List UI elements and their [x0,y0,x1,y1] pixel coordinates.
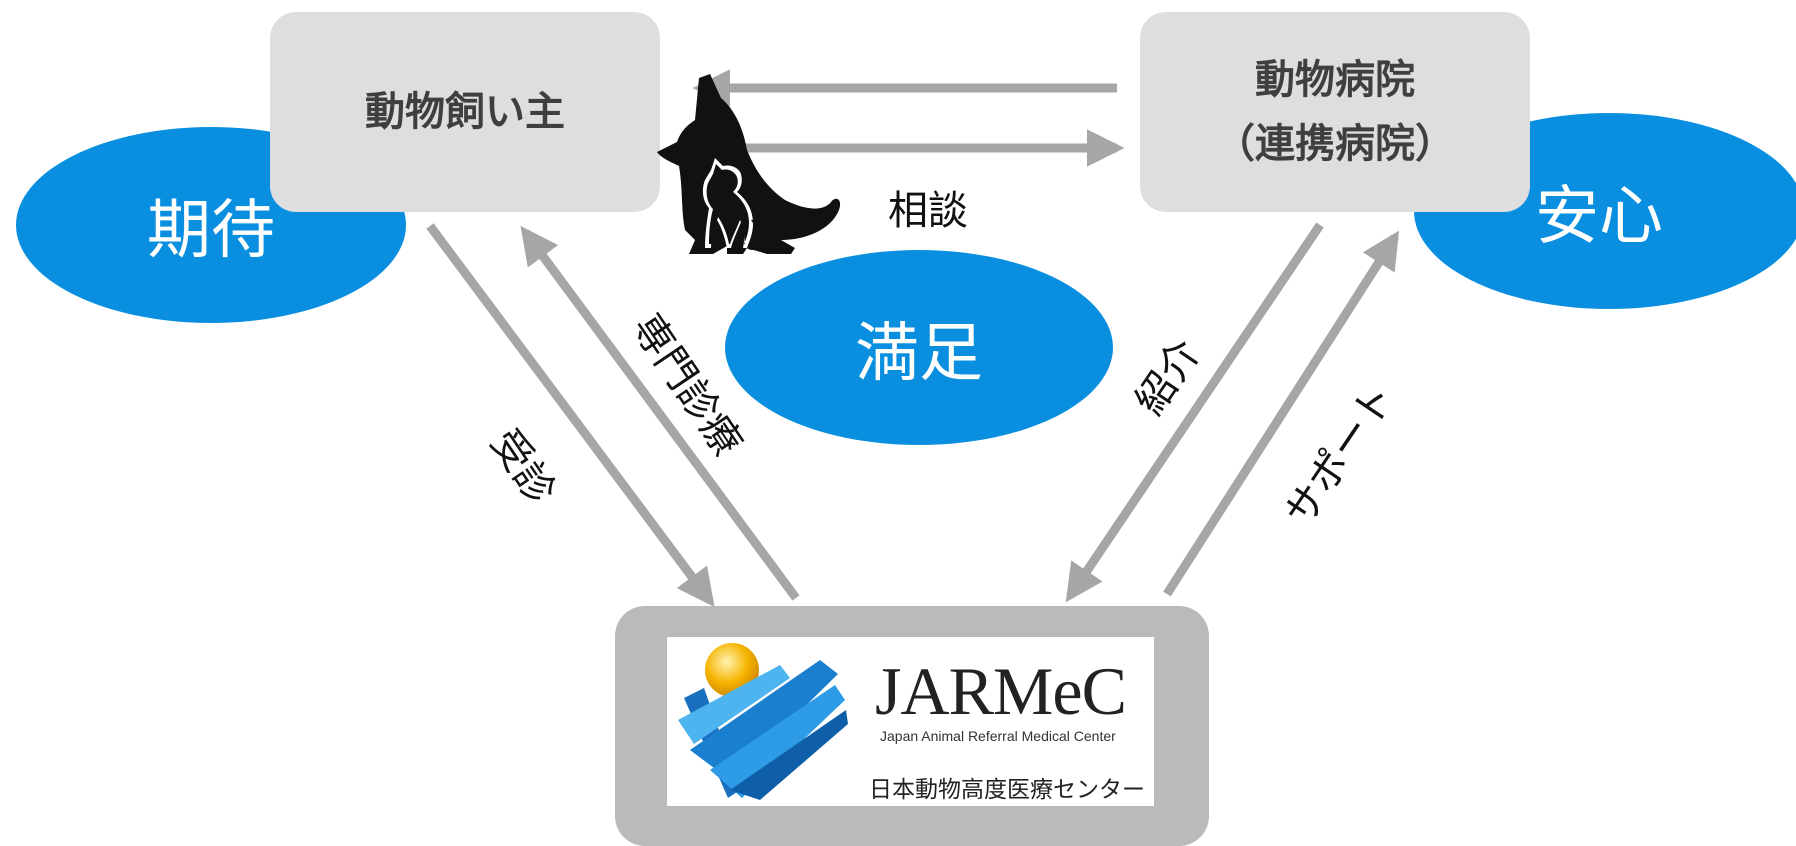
node-animal-hospital-label-line2: （連携病院） [1215,121,1455,167]
ellipse-relief-label: 安心 [1535,180,1663,254]
arrow-hospital-to-center-referral [1065,222,1324,603]
node-animal-owner: 動物飼い主 [270,12,660,212]
logo-subtitle: Japan Animal Referral Medical Center [880,728,1116,744]
node-animal-hospital: 動物病院 （連携病院） [1140,12,1530,212]
ellipse-satisfaction: 満足 [725,250,1113,445]
logo-japanese-name: 日本動物高度医療センター [869,777,1145,803]
dog-cat-silhouette-icon [657,74,841,254]
jarmec-emblem-icon [678,643,848,800]
arrow-center-to-hospital-support [1163,230,1400,597]
logo-wordmark: JARMeC [875,653,1127,729]
label-consult: 相談 [888,188,968,234]
arrow-center-to-owner-specialist [520,225,800,601]
ellipse-satisfaction-label: 満足 [855,316,983,391]
arrow-owner-to-center-visit [426,223,715,608]
node-animal-owner-label: 動物飼い主 [365,89,565,135]
ellipse-expectation-label: 期待 [147,194,275,268]
node-animal-hospital-label-line1: 動物病院 [1255,57,1415,103]
